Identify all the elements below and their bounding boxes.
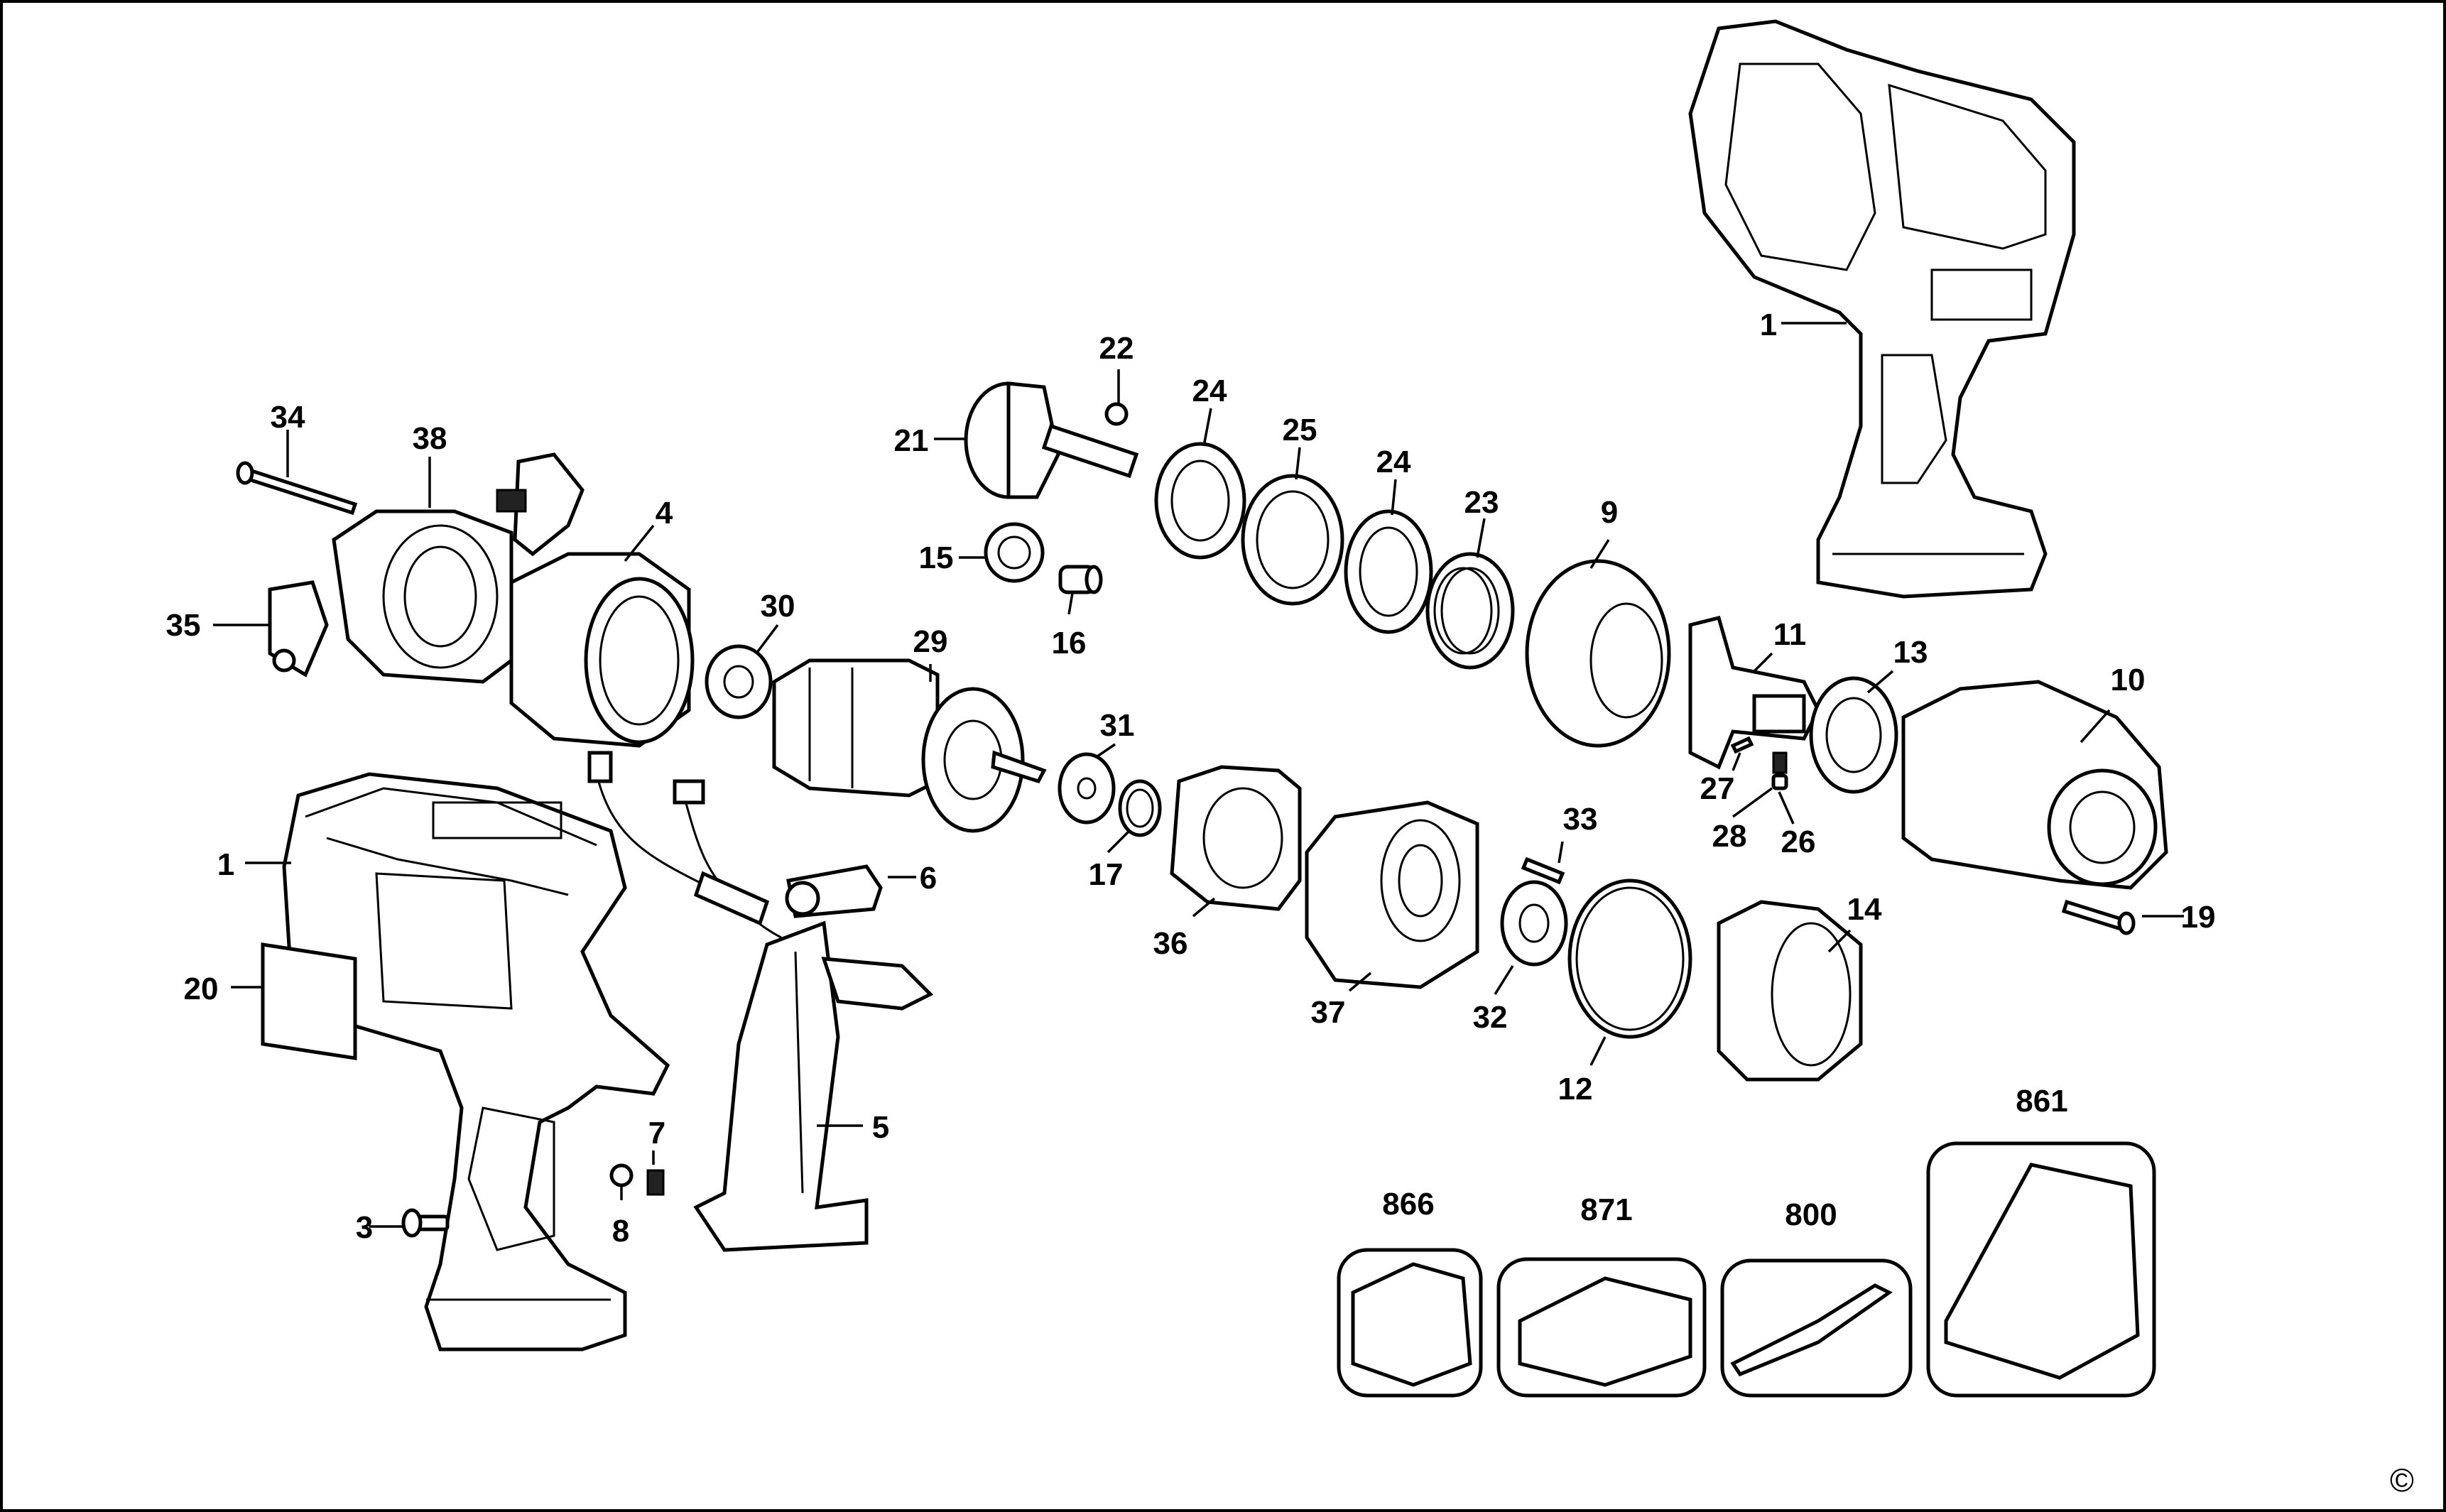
part-26-pin	[1771, 773, 1788, 790]
part-12-o-ring	[1567, 879, 1692, 1039]
part-27-ball	[1730, 736, 1754, 754]
part-21-carrier	[964, 381, 1139, 499]
callout-37: 37	[1311, 995, 1346, 1030]
callout-20: 20	[184, 972, 219, 1006]
callout-17: 17	[1089, 857, 1124, 892]
part-7-spring	[646, 1169, 665, 1196]
part-34-long-screw	[236, 461, 358, 516]
callout-34: 34	[271, 400, 305, 435]
part-14-ring-gear	[1717, 900, 1863, 1082]
callout-25: 25	[1283, 413, 1317, 447]
part-19-screw	[2061, 899, 2136, 935]
callout-38: 38	[413, 421, 447, 456]
callout-23: 23	[1464, 485, 1499, 520]
part-15-gear	[984, 522, 1045, 583]
callout-3: 3	[356, 1210, 373, 1245]
accessory-box-800	[1720, 1258, 1913, 1398]
callout-7: 7	[648, 1116, 665, 1151]
callout-8: 8	[612, 1214, 629, 1249]
part-38-brush-holder	[332, 509, 513, 684]
callout-21: 21	[894, 423, 929, 458]
callout-29: 29	[913, 624, 948, 659]
callout-30: 30	[761, 589, 795, 624]
callout-36: 36	[1153, 926, 1188, 961]
part-33-pin	[1521, 856, 1565, 885]
callout-32: 32	[1473, 1000, 1508, 1035]
callout-33: 33	[1563, 802, 1598, 837]
part-4-motor-can	[509, 552, 695, 748]
part-36-bracket	[1170, 765, 1302, 911]
callout-1-top: 1	[1760, 308, 1777, 342]
part-25-needle-bearing	[1241, 474, 1344, 606]
callout-9: 9	[1601, 495, 1618, 530]
part-8-washer	[609, 1163, 634, 1187]
accessory-box-871	[1496, 1257, 1707, 1398]
part-20-label	[261, 942, 357, 1060]
part-37-gear-case	[1305, 800, 1479, 989]
callout-16: 16	[1052, 626, 1087, 660]
callout-24-b: 24	[1376, 445, 1411, 479]
accessory-box-866	[1337, 1248, 1483, 1398]
callout-24-a: 24	[1192, 374, 1227, 408]
copyright-mark: ©	[2390, 1462, 2414, 1499]
callout-22: 22	[1099, 331, 1134, 366]
callout-5: 5	[872, 1110, 889, 1145]
part-32-bearing	[1500, 880, 1568, 967]
part-brush-assembly	[496, 452, 585, 557]
part-29-armature	[772, 658, 1047, 833]
callout-800: 800	[1785, 1197, 1837, 1232]
part-35-terminal	[268, 580, 329, 678]
part-24-washer-a	[1154, 442, 1246, 560]
callout-861: 861	[2016, 1084, 2067, 1119]
callout-26: 26	[1781, 825, 1816, 859]
callout-6: 6	[920, 861, 937, 896]
callout-35: 35	[166, 608, 201, 643]
callout-27: 27	[1700, 771, 1735, 806]
callout-13: 13	[1893, 635, 1928, 670]
part-28-spring	[1772, 751, 1788, 774]
part-6-clip	[785, 864, 883, 918]
part-23-spring	[1425, 552, 1515, 670]
callout-labels: 1 1 3 4 5 6 7 8 9 10 11 12 13 14 15 16 1…	[166, 308, 2216, 1249]
part-10-nose-housing	[1901, 680, 2168, 890]
callout-19: 19	[2181, 900, 2216, 935]
part-24-washer-b	[1344, 509, 1433, 634]
callout-4: 4	[656, 496, 673, 531]
part-3-screw	[401, 1208, 450, 1238]
callout-12: 12	[1558, 1072, 1593, 1106]
leader-lines	[213, 322, 2184, 1228]
part-17-ring	[1118, 779, 1162, 837]
callout-1-bottom: 1	[217, 847, 234, 882]
part-16-pin	[1058, 565, 1103, 594]
part-30-bearing	[705, 644, 773, 719]
callout-14: 14	[1847, 892, 1882, 927]
callout-31: 31	[1100, 708, 1135, 743]
callout-10: 10	[2111, 663, 2146, 697]
callout-871: 871	[1580, 1192, 1632, 1227]
part-13-washer	[1809, 676, 1898, 794]
callout-28: 28	[1712, 819, 1747, 854]
part-housing-right	[1688, 19, 2076, 599]
callout-11: 11	[1773, 617, 1807, 652]
callout-866: 866	[1382, 1187, 1434, 1222]
accessory-box-861	[1926, 1141, 2156, 1398]
part-31-washer	[1058, 752, 1116, 825]
part-5-switch	[587, 751, 934, 1252]
part-22-ball	[1104, 402, 1129, 426]
part-housing-left	[282, 772, 670, 1351]
callout-15: 15	[919, 540, 954, 575]
part-9-hammer	[1525, 559, 1671, 748]
